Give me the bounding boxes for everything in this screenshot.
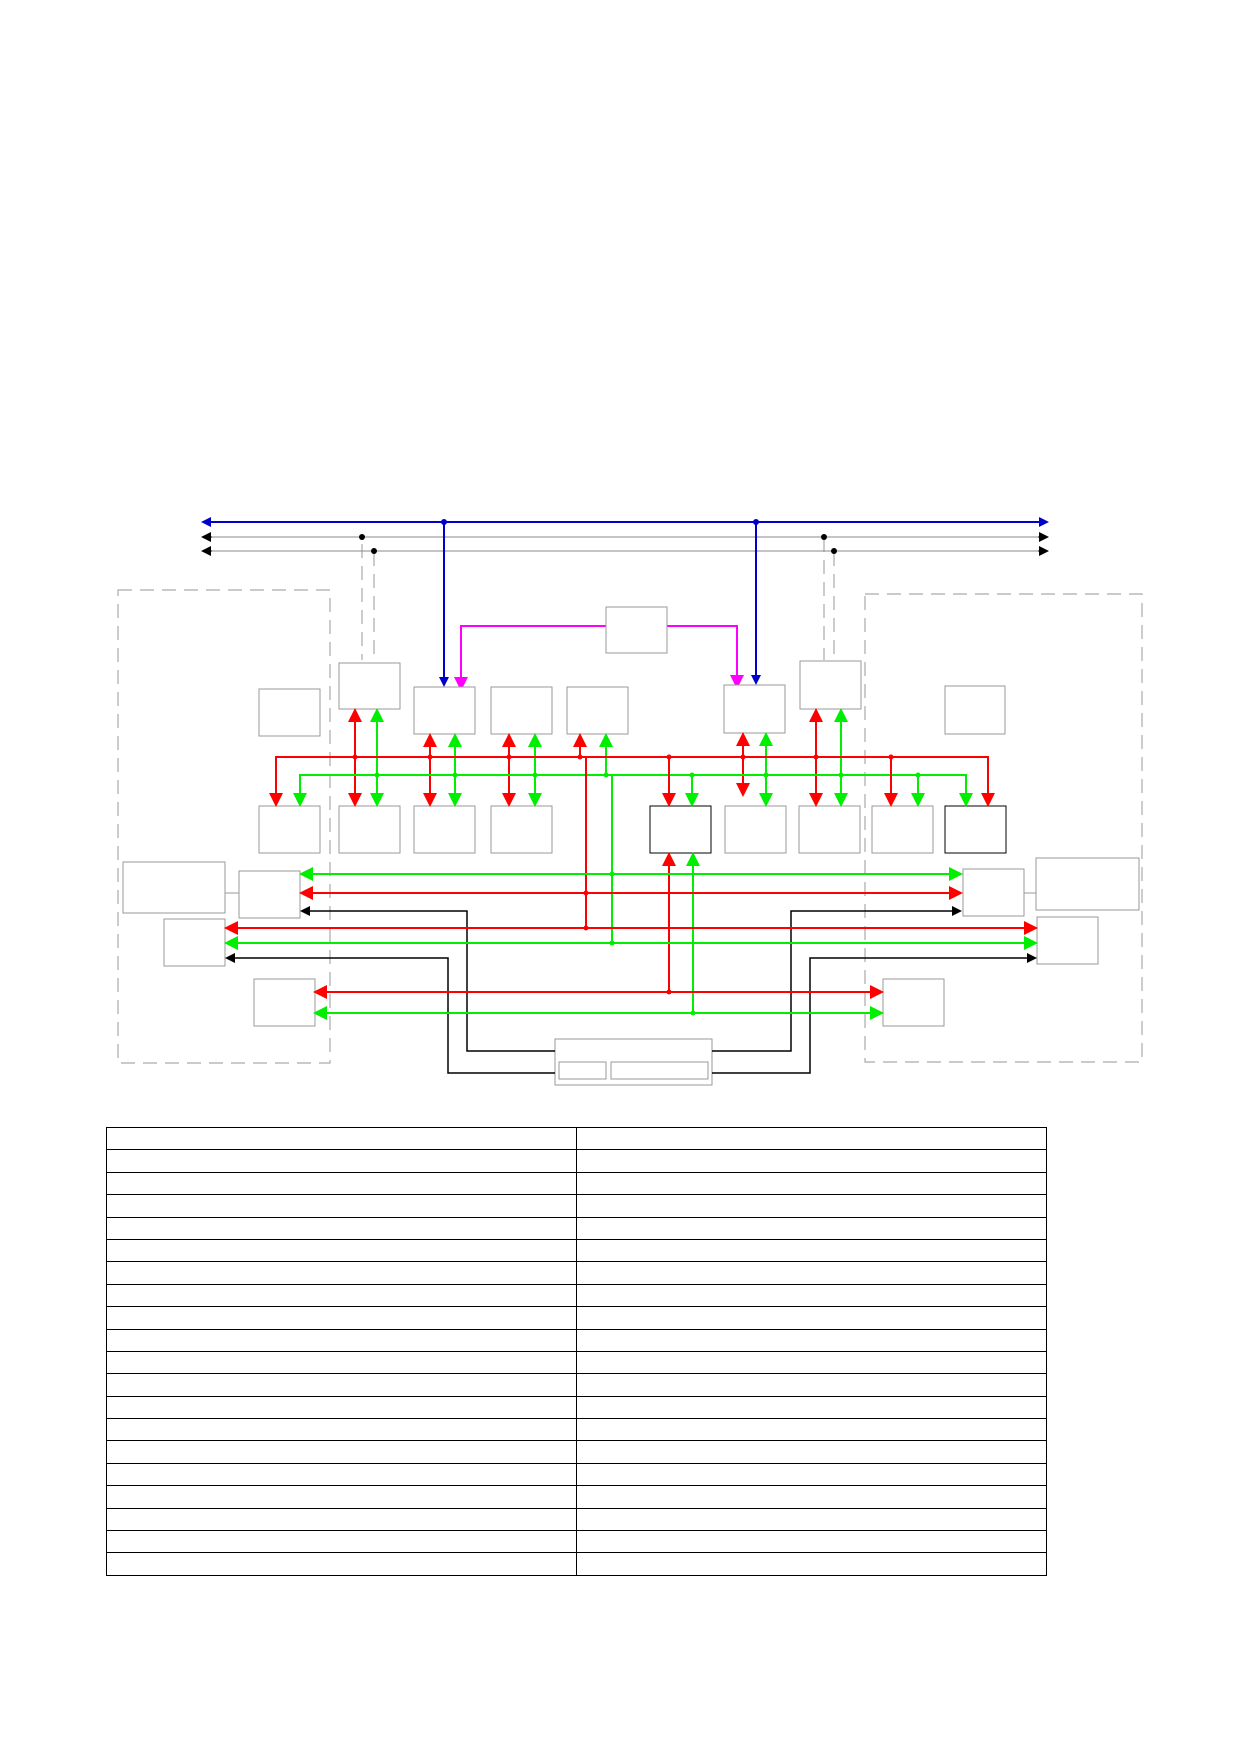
table-cell <box>576 1328 1047 1352</box>
box-upper-right-switch <box>799 660 862 710</box>
table-cell <box>576 1238 1047 1263</box>
table-cell <box>106 1373 577 1397</box>
table-cell <box>106 1261 577 1285</box>
table-cell <box>576 1216 1047 1240</box>
table-row <box>106 1238 1047 1263</box>
table-row <box>106 1350 1047 1375</box>
table-cell <box>576 1350 1047 1375</box>
box-lower-4 <box>490 805 553 854</box>
table-row <box>106 1395 1047 1420</box>
legend-table <box>106 1126 1047 1576</box>
box-lower-1 <box>258 805 321 854</box>
table-cell <box>576 1485 1047 1509</box>
box-lower-5 <box>649 805 712 854</box>
table-cell <box>576 1418 1047 1442</box>
table-row <box>106 1485 1047 1509</box>
table-row <box>106 1194 1047 1218</box>
box-right-a <box>962 868 1025 917</box>
box-lower-3 <box>413 805 476 854</box>
table-row <box>106 1283 1047 1308</box>
table-cell <box>106 1552 577 1576</box>
table-cell <box>106 1194 577 1218</box>
table-cell <box>576 1530 1047 1554</box>
table-row <box>106 1373 1047 1397</box>
table-row <box>106 1149 1047 1173</box>
box-top-center <box>605 606 668 654</box>
table-row <box>106 1171 1047 1196</box>
left-region <box>117 589 331 1064</box>
box-upper-1 <box>413 686 476 735</box>
box-lower-9 <box>944 805 1007 854</box>
table-cell <box>106 1440 577 1464</box>
table-row <box>106 1462 1047 1487</box>
table-cell <box>106 1238 577 1263</box>
table-row <box>106 1440 1047 1464</box>
table-row <box>106 1261 1047 1285</box>
table-cell <box>106 1126 577 1151</box>
table-row <box>106 1328 1047 1352</box>
box-left-wide <box>122 861 226 914</box>
box-right-b <box>1036 916 1099 965</box>
table-cell <box>576 1261 1047 1285</box>
table-row <box>106 1552 1047 1576</box>
box-upper-4 <box>723 684 786 734</box>
table-cell <box>106 1395 577 1420</box>
table-cell <box>576 1552 1047 1576</box>
box-left-b <box>163 918 226 967</box>
table-cell <box>576 1283 1047 1308</box>
right-region <box>864 593 1143 1063</box>
table-cell <box>576 1395 1047 1420</box>
box-left-a <box>238 870 301 919</box>
box-upper-3 <box>566 686 629 735</box>
box-lower-7 <box>798 805 861 854</box>
box-right-wide <box>1035 857 1140 911</box>
table-cell <box>106 1530 577 1554</box>
table-cell <box>576 1126 1047 1151</box>
table-cell <box>576 1373 1047 1397</box>
table-row <box>106 1507 1047 1532</box>
network-diagram <box>117 517 1143 1086</box>
table-cell <box>576 1149 1047 1173</box>
table-cell <box>106 1306 577 1330</box>
table-cell <box>106 1216 577 1240</box>
table-row <box>106 1126 1047 1151</box>
table-cell <box>106 1350 577 1375</box>
table-row <box>106 1216 1047 1240</box>
table-cell <box>576 1507 1047 1532</box>
box-left-standalone <box>258 688 321 737</box>
long-links <box>224 867 1038 1074</box>
top-buses <box>201 517 1049 556</box>
table-cell <box>106 1507 577 1532</box>
dashed-regions <box>117 538 1143 1064</box>
table-cell <box>106 1171 577 1196</box>
table-cell <box>576 1462 1047 1487</box>
box-upper-2 <box>490 686 553 735</box>
magenta-link <box>454 625 606 691</box>
box-lower-8 <box>871 805 934 854</box>
table-row <box>106 1418 1047 1442</box>
table-cell <box>576 1194 1047 1218</box>
table-cell <box>576 1306 1047 1330</box>
box-left-c <box>253 978 316 1027</box>
box-right-c <box>882 978 945 1027</box>
table-cell <box>576 1171 1047 1196</box>
box-lower-2 <box>338 805 401 854</box>
box-right-standalone <box>944 685 1006 735</box>
box-upper-left-switch <box>338 662 401 710</box>
table-row <box>106 1306 1047 1330</box>
table-cell <box>106 1462 577 1487</box>
box-bottom-inner-2 <box>610 1061 709 1080</box>
table-row <box>106 1530 1047 1554</box>
table-cell <box>576 1440 1047 1464</box>
middle-buses <box>269 754 995 807</box>
table-cell <box>106 1418 577 1442</box>
box-lower-6 <box>724 805 787 854</box>
table-cell <box>106 1283 577 1308</box>
table-cell <box>106 1149 577 1173</box>
box-bottom-inner-1 <box>558 1061 607 1080</box>
table-cell <box>106 1485 577 1509</box>
table-cell <box>106 1328 577 1352</box>
component-boxes <box>122 606 1140 1086</box>
